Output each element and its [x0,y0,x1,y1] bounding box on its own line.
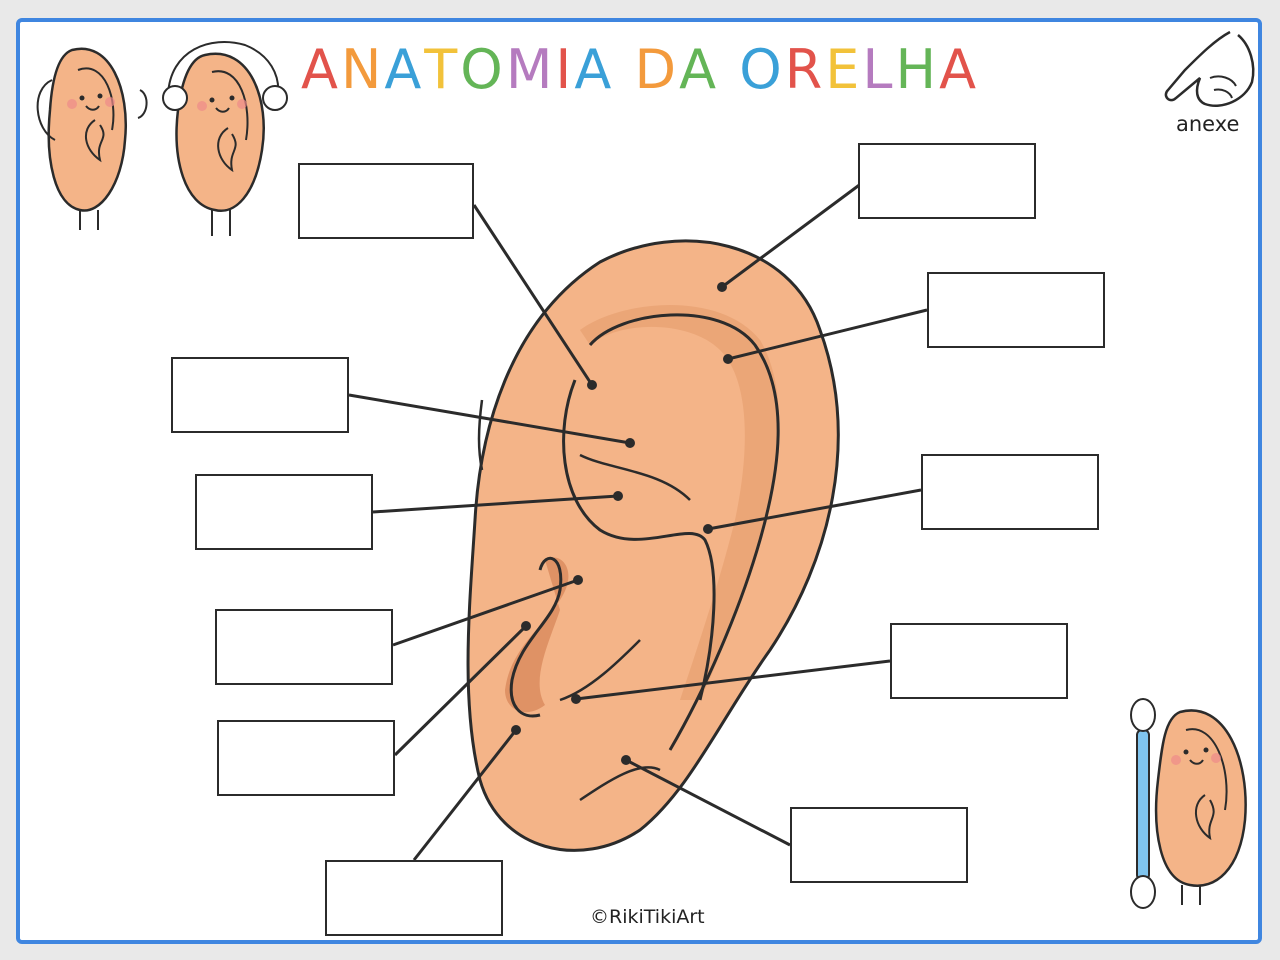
lobule-curve [579,766,661,802]
leader-line [392,578,579,647]
ear-character-headphones-icon [162,41,288,236]
label-box-4[interactable] [171,357,349,433]
ear-character-cotton-swab-icon [1130,698,1247,909]
leader-line [727,308,928,361]
leader-dot [723,354,733,364]
title-letter: R [784,38,826,101]
leader-line [412,729,518,861]
label-box-7[interactable] [215,609,393,685]
helix-curve [588,313,780,751]
face-edge [477,399,484,471]
antihelix-curve [562,379,716,701]
leader-line [472,204,594,386]
leader-dot [613,491,623,501]
leader-dot [625,438,635,448]
label-box-9[interactable] [217,720,395,796]
antitragus-curve [559,639,641,702]
label-box-2[interactable] [858,143,1036,219]
label-box-3[interactable] [927,272,1105,348]
leader-dot [587,380,597,390]
concha-shadow [505,557,569,713]
label-box-11[interactable] [325,860,503,936]
title-letter: A [300,38,341,101]
leader-line [348,393,631,445]
title-letter: D [634,38,680,101]
ear-illustration [466,239,840,852]
credit-text: ©RikiTikiArt [590,906,705,928]
title-letter: O [739,38,785,101]
leader-dot [717,282,727,292]
leader-line [625,758,791,847]
leader-line [372,494,619,514]
title-letter: O [460,38,506,101]
leader-dot [621,755,631,765]
leader-line [707,488,922,531]
label-box-10[interactable] [790,807,968,883]
ear-outer-shape [466,239,840,852]
title-letter: A [384,38,425,101]
leader-dot [703,524,713,534]
label-box-5[interactable] [195,474,373,550]
leader-dot [571,694,581,704]
leader-line [393,624,528,757]
tragus-curve [509,557,563,718]
leader-dot [511,725,521,735]
title-letter: I [555,38,575,101]
antihelix-inner [579,453,691,501]
pointing-hand-icon [1164,30,1255,107]
title-letter: N [340,38,385,101]
ear-shading [580,305,779,700]
leader-lines [348,181,928,861]
title-letter: A [574,38,615,101]
leader-line [575,659,891,701]
brand-label: anexe [1176,112,1240,136]
title-letter: H [895,38,940,101]
page-title: ANATOMIA DA ORELHA [0,38,1280,101]
label-box-1[interactable] [298,163,474,239]
title-letter: T [424,38,461,101]
leader-line [721,181,863,289]
leader-dot [573,575,583,585]
title-letter: M [505,38,556,101]
title-letter: A [679,38,720,101]
label-box-6[interactable] [921,454,1099,530]
ear-character-icon [36,47,148,230]
leader-dot [521,621,531,631]
title-letter: L [862,38,896,101]
title-letter: A [939,38,980,101]
title-letter: E [825,38,863,101]
label-box-8[interactable] [890,623,1068,699]
